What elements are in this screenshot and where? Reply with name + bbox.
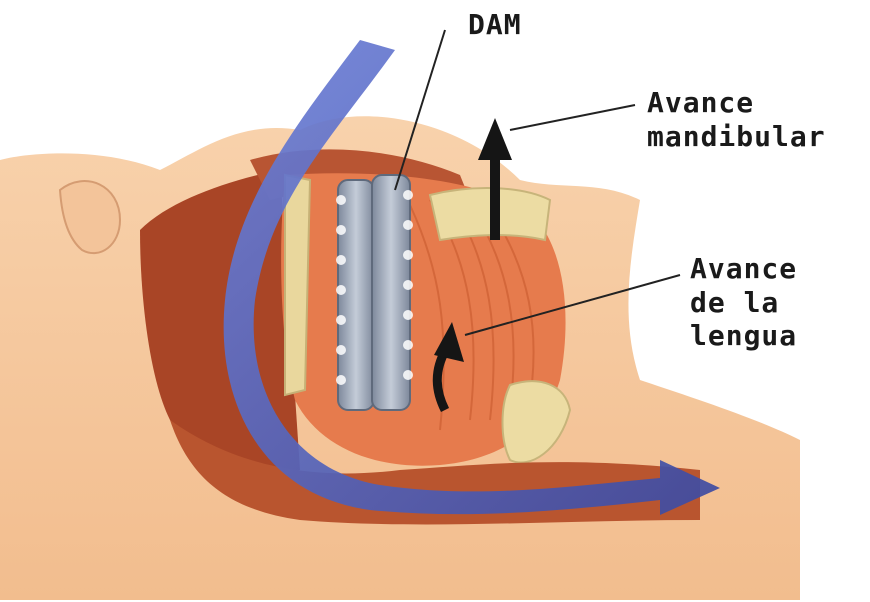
mandibular-label-line-1: Avance: [647, 86, 826, 120]
mandibular-advance-label: Avance mandibular: [647, 86, 826, 153]
mandibular-label-line-2: mandibular: [647, 120, 826, 154]
tongue-label-line-3: lengua: [690, 319, 797, 353]
leader-mandibular: [510, 105, 635, 130]
tongue-label-line-2: de la: [690, 286, 797, 320]
dam-label: DAM: [468, 8, 522, 42]
tongue-advance-label: Avance de la lengua: [690, 252, 797, 353]
tongue-label-line-1: Avance: [690, 252, 797, 286]
spine-bone: [285, 175, 310, 395]
dam-device: [336, 175, 413, 410]
